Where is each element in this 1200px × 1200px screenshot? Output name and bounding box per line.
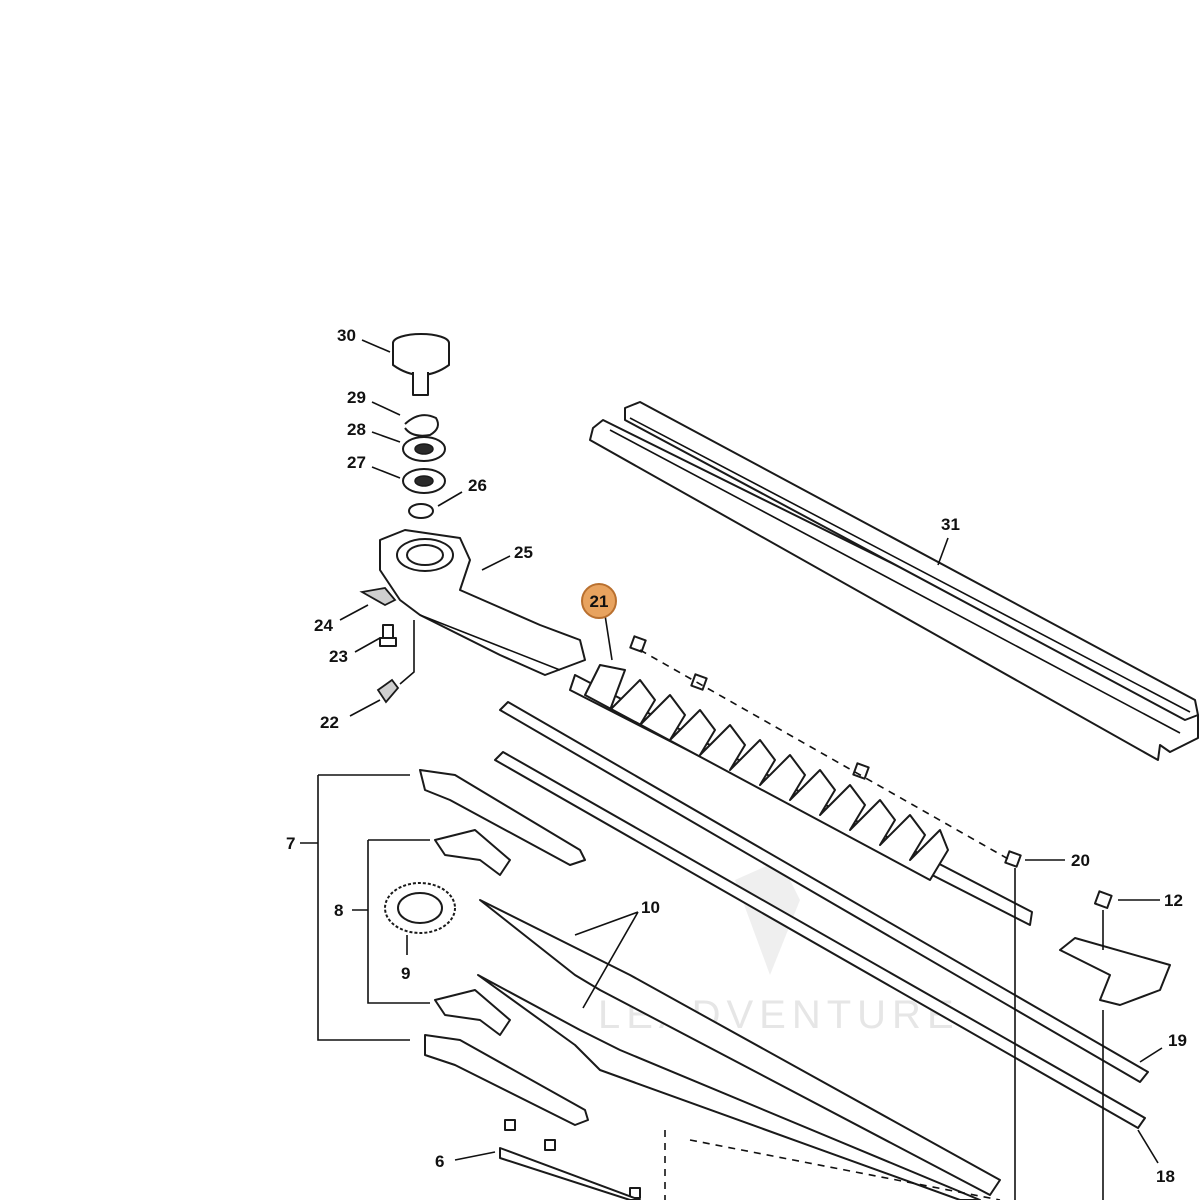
- callout-10[interactable]: 10: [641, 898, 660, 917]
- callout-20[interactable]: 20: [1071, 851, 1090, 870]
- callout-23[interactable]: 23: [329, 647, 348, 666]
- callout-21-marker[interactable]: [581, 583, 617, 619]
- callout-21-highlighted[interactable]: 21: [581, 583, 617, 619]
- leader-lines: [300, 339, 1163, 1200]
- part-8-connectors[interactable]: [434, 829, 511, 1036]
- part-30-drive-cup[interactable]: [392, 333, 450, 396]
- part-27-bearing[interactable]: [402, 468, 446, 494]
- callout-9[interactable]: 9: [401, 964, 410, 983]
- assembly-dash-lower-2: [689, 1139, 1001, 1200]
- callout-27[interactable]: 27: [347, 453, 366, 472]
- part-6-small-parts[interactable]: [499, 1119, 641, 1200]
- part-20-nuts[interactable]: [629, 635, 1022, 868]
- callout-7[interactable]: 7: [286, 834, 295, 853]
- part-7-plates[interactable]: [419, 769, 589, 1126]
- part-19-bar[interactable]: [499, 701, 1149, 1083]
- part-24-plate[interactable]: [359, 587, 397, 607]
- callout-6[interactable]: 6: [435, 1152, 444, 1171]
- callout-30[interactable]: 30: [337, 326, 356, 345]
- callout-26[interactable]: 26: [468, 476, 487, 495]
- part-12-nut-and-hook[interactable]: [1059, 890, 1171, 1006]
- part-25-gear-housing[interactable]: [379, 529, 586, 676]
- callout-19[interactable]: 19: [1168, 1031, 1187, 1050]
- callout-25[interactable]: 25: [514, 543, 533, 562]
- callout-labels: 30 29 28 27 26 25 24 23 22 21 31 20 12 1…: [286, 326, 1187, 1186]
- callout-21[interactable]: 21: [590, 592, 609, 611]
- part-29-circlip[interactable]: [404, 414, 439, 437]
- callout-29[interactable]: 29: [347, 388, 366, 407]
- part-21-upper-blade[interactable]: [569, 664, 1033, 926]
- part-9-gear-wheel[interactable]: [384, 882, 456, 934]
- part-18-bar[interactable]: [494, 751, 1146, 1129]
- callout-31[interactable]: 31: [941, 515, 960, 534]
- callout-24[interactable]: 24: [314, 616, 333, 635]
- part-28-bearing[interactable]: [402, 436, 446, 462]
- callout-8[interactable]: 8: [334, 901, 343, 920]
- callout-28[interactable]: 28: [347, 420, 366, 439]
- callout-22[interactable]: 22: [320, 713, 339, 732]
- callout-12[interactable]: 12: [1164, 891, 1183, 910]
- part-22-grease-nipple[interactable]: [376, 678, 400, 704]
- part-26-ring[interactable]: [408, 503, 434, 519]
- part-31-blade-guard[interactable]: [589, 401, 1199, 761]
- callout-18[interactable]: 18: [1156, 1167, 1175, 1186]
- part-23-screw[interactable]: [379, 624, 397, 647]
- part-10-lower-blades[interactable]: [477, 899, 1001, 1200]
